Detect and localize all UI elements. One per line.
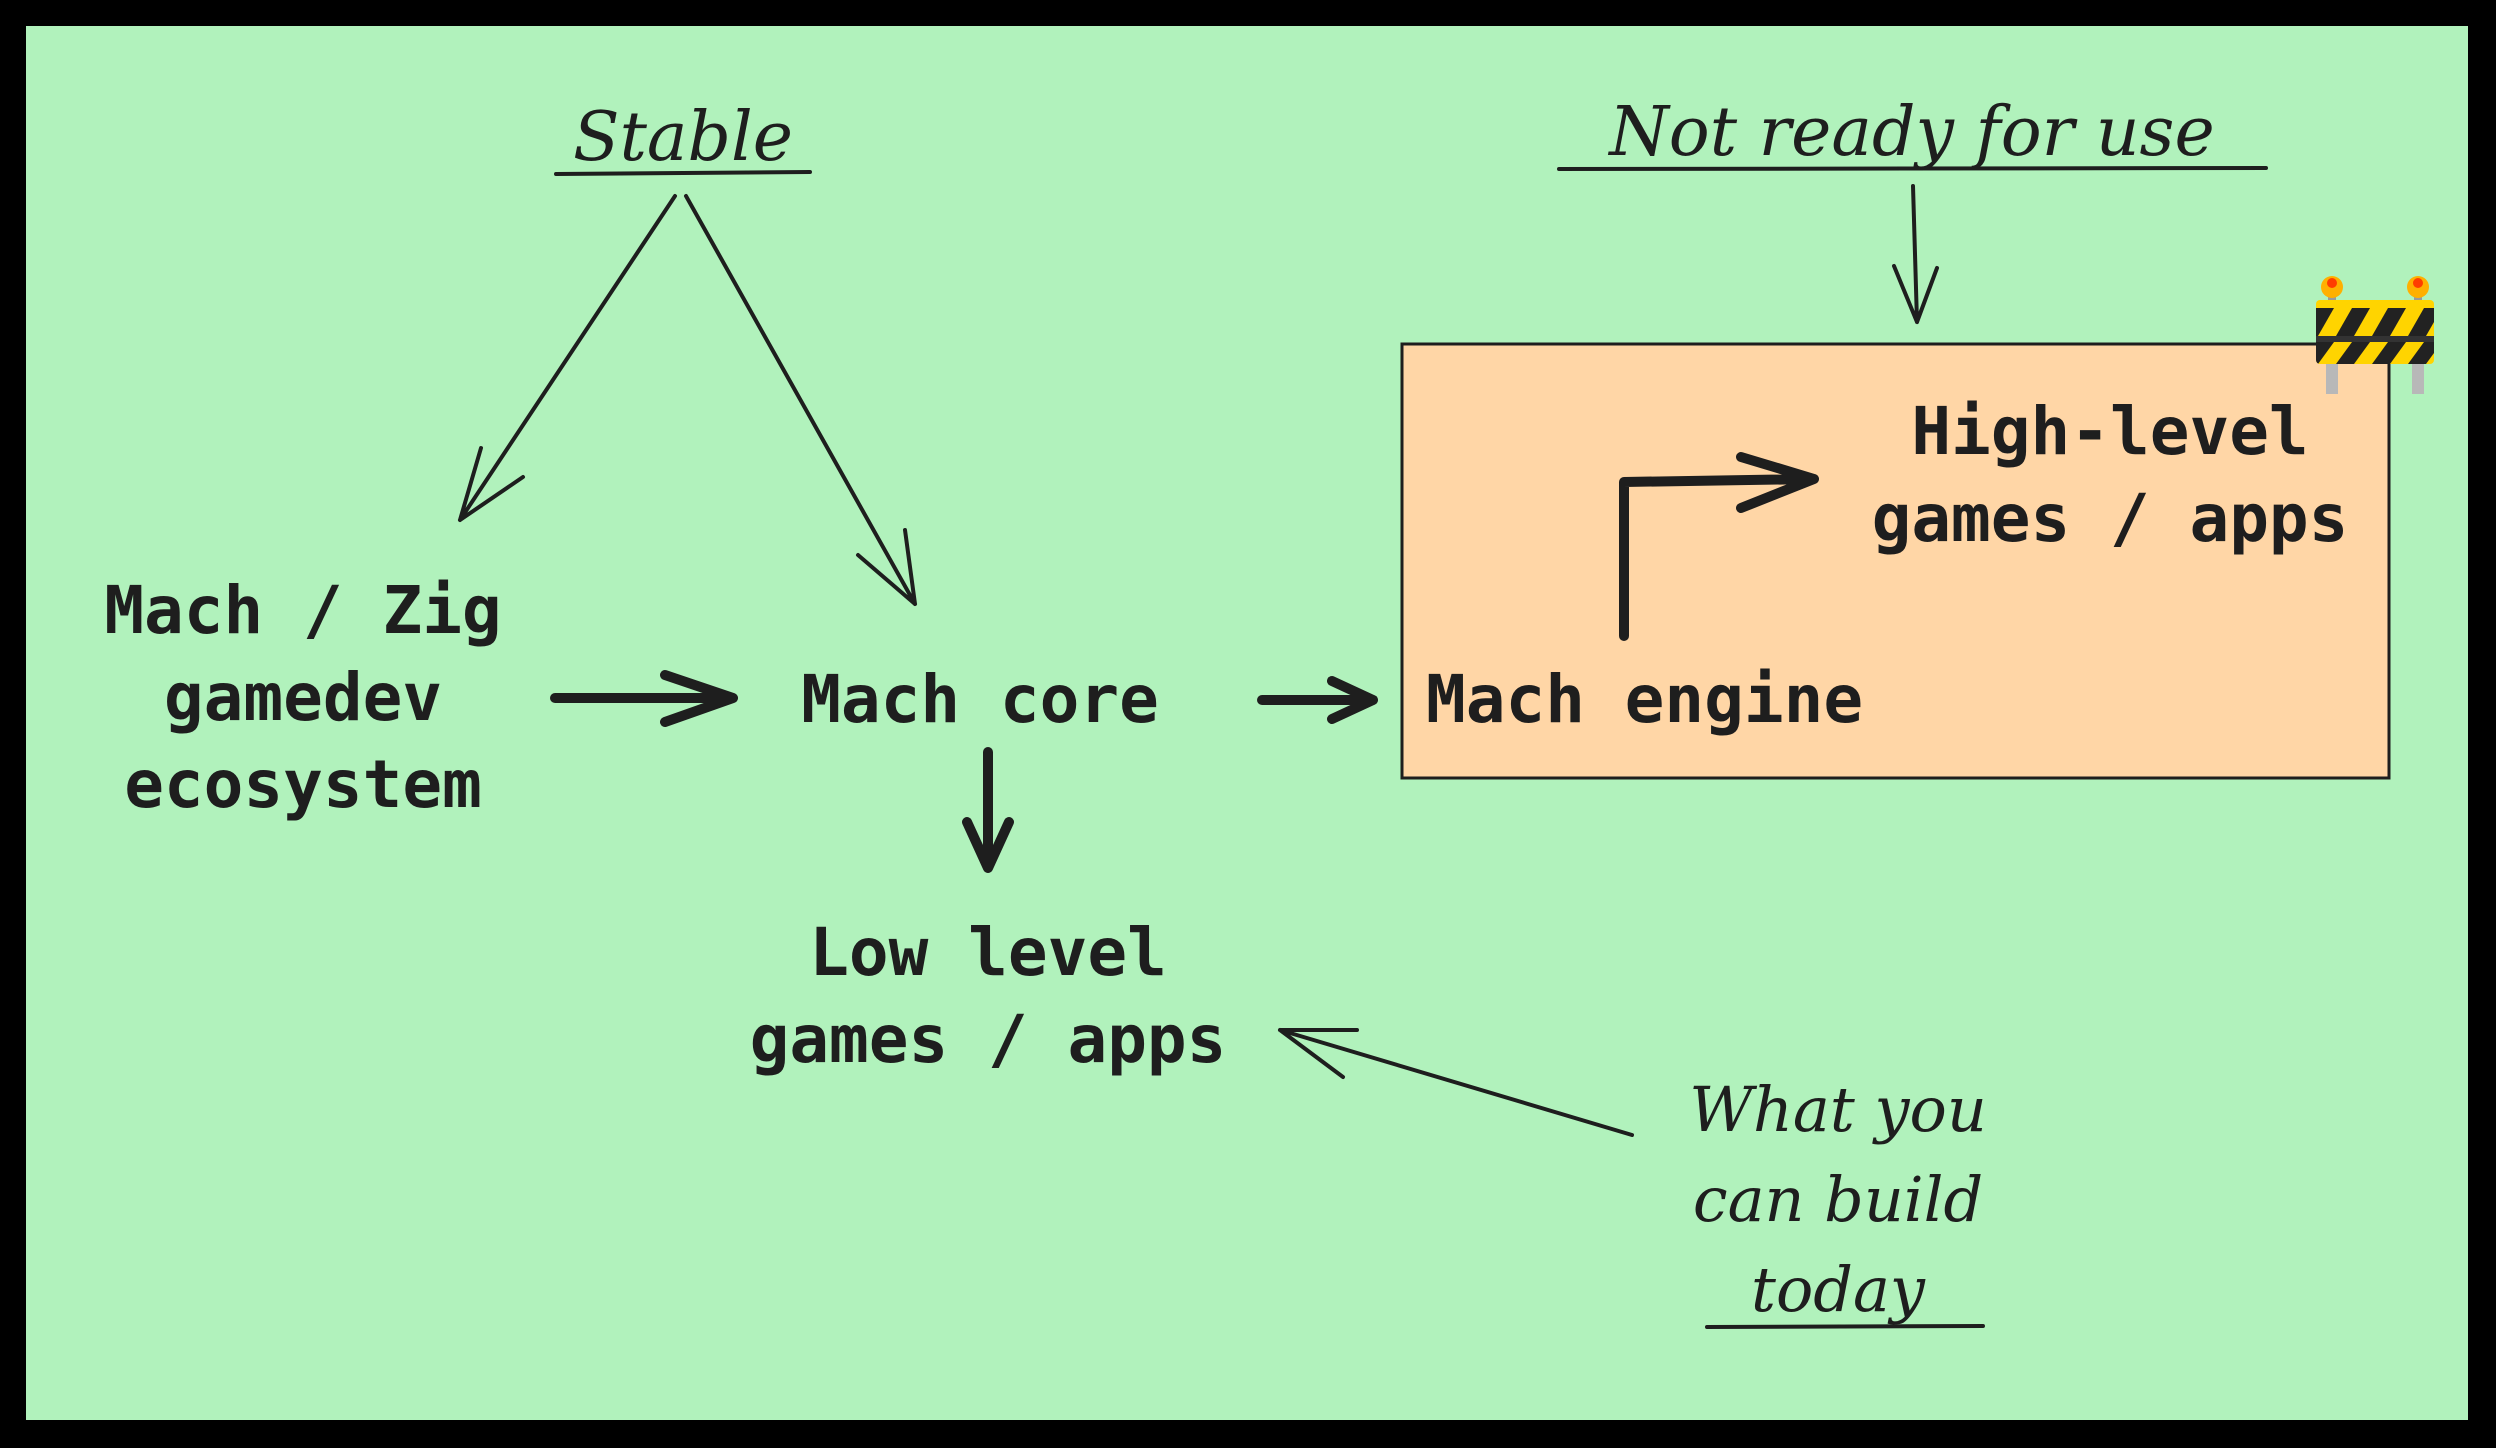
low-level-label-line-2: games / apps <box>750 1001 1227 1078</box>
not-ready-to-engine-arrow <box>1892 184 1939 324</box>
ecosystem-to-core-arrow <box>550 670 738 727</box>
bold-arrows <box>550 452 1819 873</box>
today-label: today <box>1751 1253 1926 1326</box>
what-you-label: What you <box>1689 1073 1987 1146</box>
what-you-can-build-arrow <box>1278 1028 1634 1137</box>
core-to-low-level-arrow <box>962 747 1014 873</box>
underlines <box>554 166 2268 1329</box>
stable-to-core-arrow <box>684 194 917 606</box>
high-level-label-line-1: High-level <box>1911 393 2308 470</box>
stable-to-ecosystem-arrow <box>458 194 677 522</box>
today-underline <box>1705 1324 1985 1329</box>
stable-underline <box>554 170 812 176</box>
mach-engine-label: Mach engine <box>1426 661 1863 738</box>
stable-label: Stable <box>573 98 793 177</box>
ecosystem-label-line-3: ecosystem <box>124 746 482 823</box>
mach-core-label: Mach core <box>801 661 1159 738</box>
not-ready-label: Not ready for use <box>1607 93 2214 172</box>
core-to-engine-arrow <box>1257 676 1378 724</box>
not-ready-underline <box>1557 166 2268 171</box>
arrows <box>458 184 1939 1137</box>
high-level-label-line-2: games / apps <box>1872 480 2349 557</box>
can-build-label: can build <box>1693 1163 1983 1236</box>
ecosystem-label-line-2: gamedev <box>164 659 442 736</box>
ecosystem-label-line-1: Mach / Zig <box>104 572 501 649</box>
engine-box <box>1400 342 2391 780</box>
low-level-label-line-1: Low level <box>809 914 1167 991</box>
engine-to-high-level-arrow <box>1619 452 1819 641</box>
construction-barrier-icon <box>2316 276 2434 394</box>
